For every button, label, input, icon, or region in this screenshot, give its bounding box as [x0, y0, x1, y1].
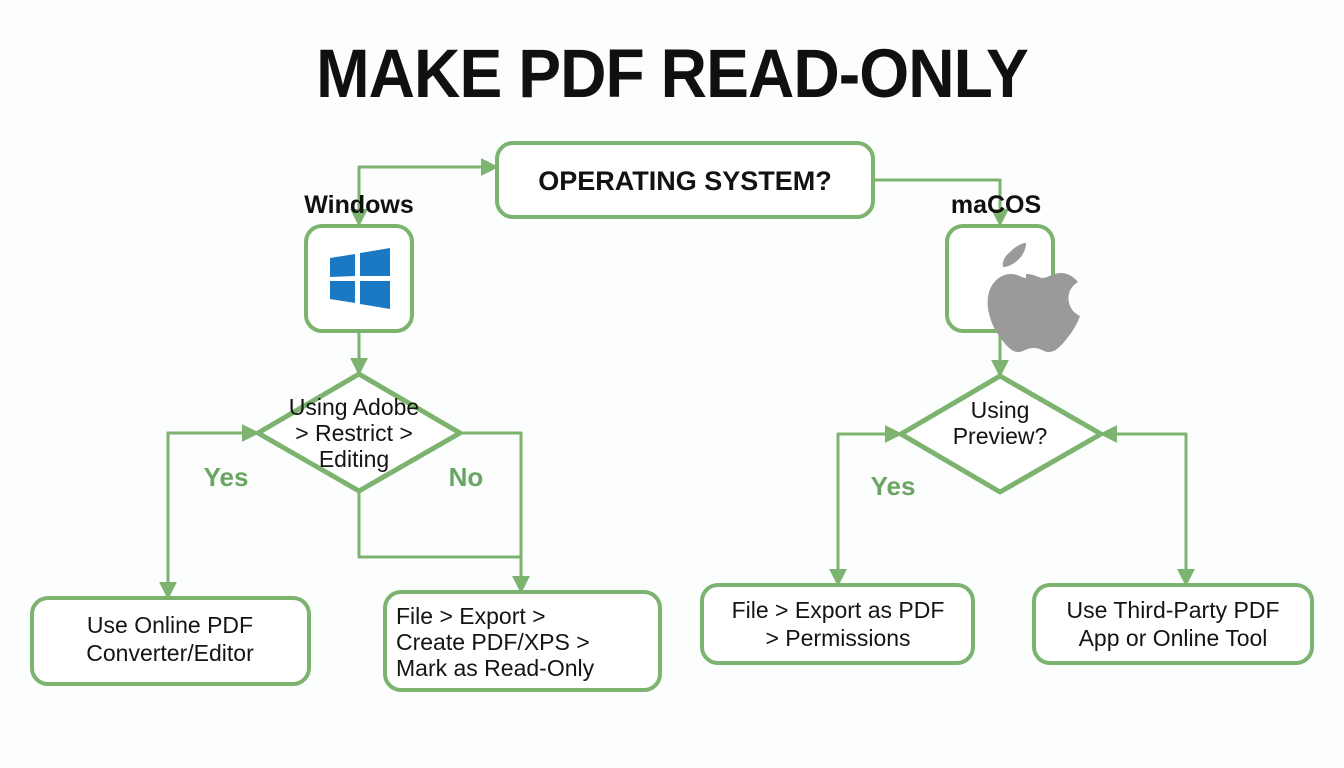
- node-mac-export[interactable]: File > Export as PDF > Permissions: [700, 583, 975, 665]
- mac-export-box[interactable]: [700, 583, 975, 665]
- node-third-party[interactable]: Use Third-Party PDF App or Online Tool: [1032, 583, 1314, 665]
- windows-icon-box[interactable]: [304, 224, 414, 333]
- node-online-converter[interactable]: Use Online PDF Converter/Editor: [30, 596, 311, 686]
- xps-export-line-3: Mark as Read-Only: [396, 655, 595, 681]
- node-windows-icon-box[interactable]: [304, 224, 414, 333]
- page-title: MAKE PDF READ-ONLY: [316, 35, 1029, 112]
- windows-logo-icon: [330, 248, 390, 309]
- adobe-decision-diamond[interactable]: [255, 371, 463, 494]
- preview-decision-diamond[interactable]: [898, 373, 1104, 495]
- os-question-box[interactable]: [495, 141, 875, 219]
- adobe-decision-line-3: Editing: [319, 446, 389, 472]
- xps-export-box[interactable]: [383, 590, 662, 692]
- node-preview-decision[interactable]: Using Preview?: [898, 373, 1104, 495]
- node-operating-system-question[interactable]: OPERATING SYSTEM?: [495, 141, 875, 219]
- third-party-line-2: App or Online Tool: [1079, 625, 1268, 651]
- edge-label-adobe-no: No: [449, 462, 484, 492]
- os-question-label: OPERATING SYSTEM?: [538, 166, 832, 196]
- edge-adobe-no-bottom: [357, 489, 523, 559]
- node-adobe-decision[interactable]: Using Adobe > Restrict > Editing: [255, 371, 463, 494]
- online-converter-line-1: Use Online PDF: [87, 612, 253, 638]
- preview-decision-line-1: Using: [971, 397, 1030, 423]
- node-macos-icon-box[interactable]: [945, 224, 1080, 352]
- adobe-decision-line-1: Using Adobe: [289, 394, 419, 420]
- mac-export-line-1: File > Export as PDF: [732, 597, 945, 623]
- connectors: [159, 158, 1195, 600]
- xps-export-line-2: Create PDF/XPS >: [396, 629, 590, 655]
- mac-export-line-2: > Permissions: [765, 625, 910, 651]
- edge-label-preview-yes: Yes: [871, 471, 916, 501]
- branch-label-macos: maCOS: [951, 191, 1041, 219]
- online-converter-box[interactable]: [30, 596, 311, 686]
- apple-logo-icon: [987, 243, 1080, 352]
- online-converter-line-2: Converter/Editor: [86, 640, 254, 666]
- preview-decision-line-2: Preview?: [953, 423, 1048, 449]
- edge-label-adobe-yes: Yes: [204, 462, 249, 492]
- third-party-box[interactable]: [1032, 583, 1314, 665]
- edge-adobe-no-rail: [458, 431, 530, 594]
- branch-label-windows: Windows: [304, 191, 414, 219]
- adobe-decision-line-2: > Restrict >: [295, 420, 413, 446]
- third-party-line-1: Use Third-Party PDF: [1066, 597, 1279, 623]
- node-xps-export[interactable]: File > Export > Create PDF/XPS > Mark as…: [383, 590, 662, 692]
- xps-export-line-1: File > Export >: [396, 603, 546, 629]
